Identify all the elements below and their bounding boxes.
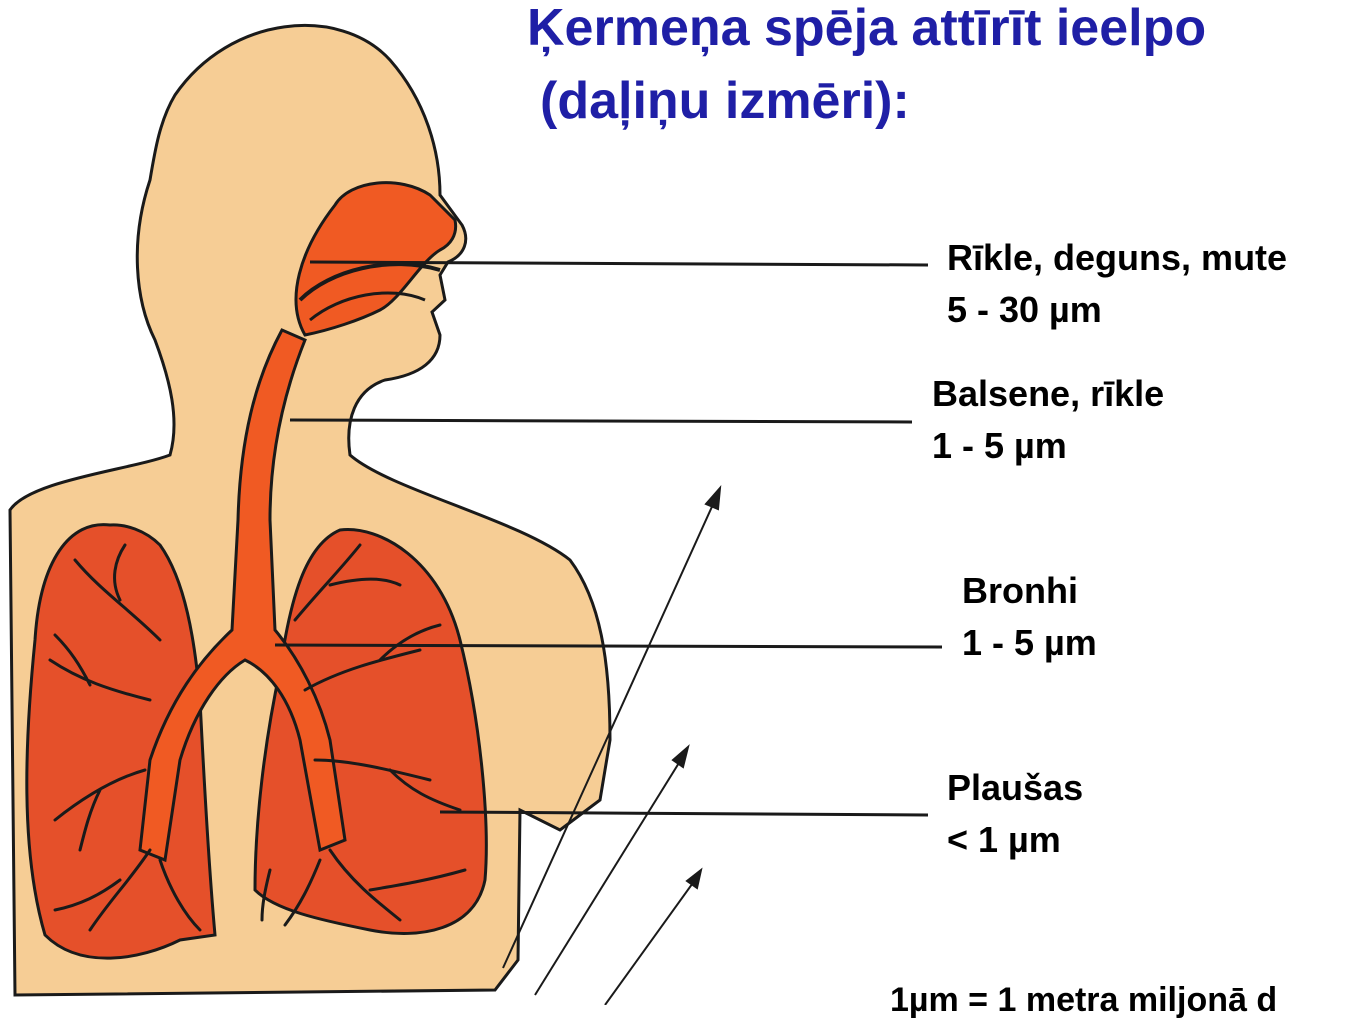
unit-footnote: 1µm = 1 metra miljonā d [890,983,1277,1017]
label-larynx-size: 1 - 5 µm [932,428,1067,464]
label-throat-nose-mouth: Rīkle, deguns, mute [947,240,1287,276]
label-bronchi: Bronhi [962,573,1078,609]
slide-title-line-1: Ķermeņa spēja attīrīt ieelpo [527,2,1206,54]
label-lungs-size: < 1 µm [947,822,1061,858]
label-lungs: Plaušas [947,770,1083,806]
slide-title-line-2: (daļiņu izmēri): [540,75,910,127]
label-larynx: Balsene, rīkle [932,376,1164,412]
label-bronchi-size: 1 - 5 µm [962,625,1097,661]
label-throat-nose-mouth-size: 5 - 30 µm [947,292,1102,328]
